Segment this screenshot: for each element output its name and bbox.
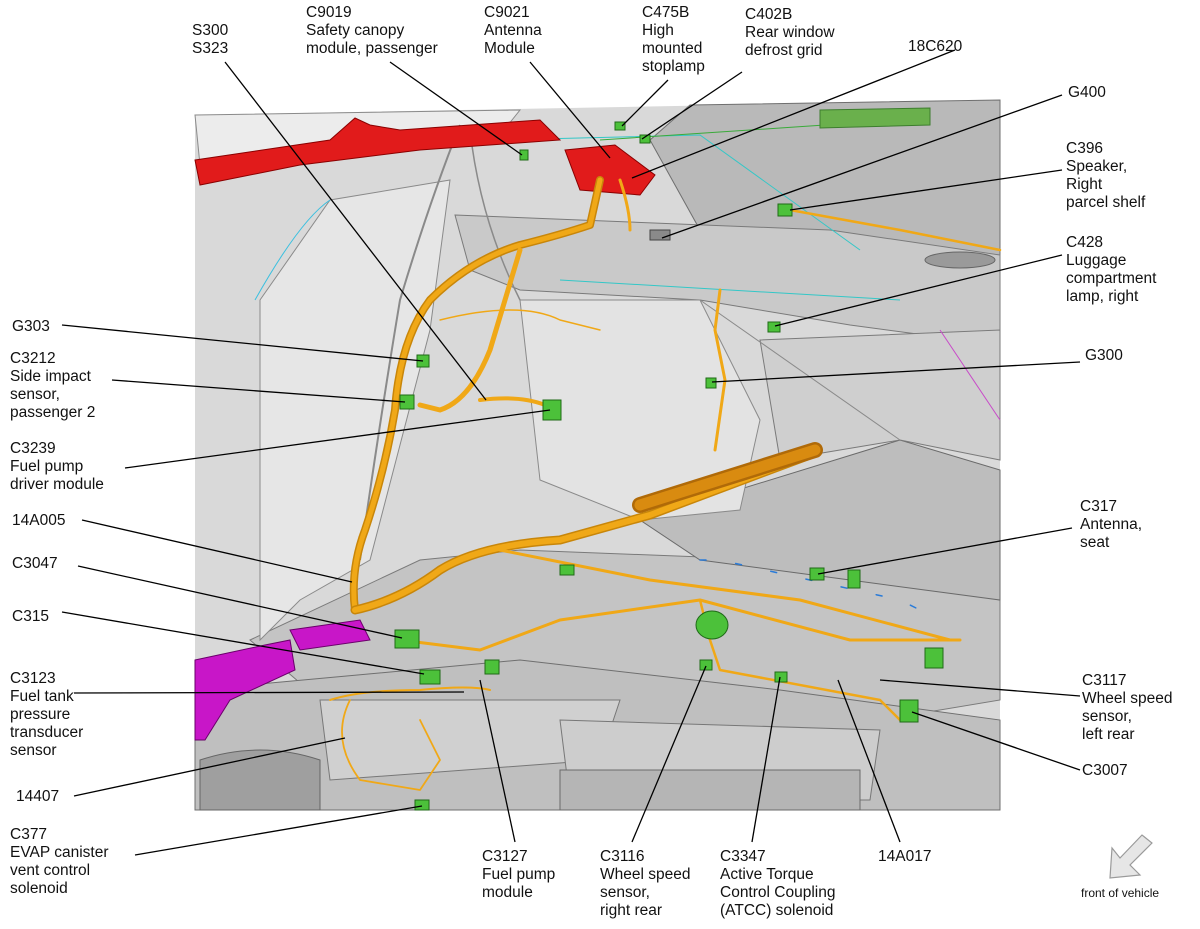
label-c3123: C3123 Fuel tank pressure transducer sens…: [10, 670, 84, 759]
label-g303: G303: [12, 318, 50, 335]
label-c3116: C3116 Wheel speed sensor, right rear: [600, 848, 691, 919]
label-14a017: 14A017: [878, 848, 932, 865]
label-c3007: C3007: [1082, 762, 1128, 779]
label-c3239: C3239 Fuel pump driver module: [10, 440, 104, 493]
label-c3117: C3117 Wheel speed sensor, left rear: [1082, 672, 1173, 743]
label-c377: C377 EVAP canister vent control solenoid: [10, 826, 109, 897]
label-c3347: C3347 Active Torque Control Coupling (AT…: [720, 848, 836, 919]
label-14407: 14407: [16, 788, 60, 805]
red-rail: [194, 117, 656, 196]
label-14a005: 14A005: [12, 512, 66, 529]
arrow-down-left-icon: [1109, 834, 1153, 879]
label-c3127: C3127 Fuel pump module: [482, 848, 556, 901]
label-s300-s323: S300 S323: [192, 22, 229, 57]
label-c9021: C9021 Antenna Module: [484, 4, 542, 57]
leader-lines: [61, 49, 1081, 856]
label-front-of-vehicle: front of vehicle: [1081, 886, 1160, 900]
label-g400: G400: [1068, 84, 1106, 101]
label-c428: C428 Luggage compartment lamp, right: [1066, 234, 1157, 305]
label-c317: C317 Antenna, seat: [1080, 498, 1143, 551]
label-g300: G300: [1085, 347, 1123, 364]
label-c396: C396 Speaker, Right parcel shelf: [1066, 140, 1146, 211]
label-c315: C315: [12, 608, 50, 625]
label-18c620: 18C620: [908, 38, 963, 55]
wire-harness: [329, 176, 1002, 791]
label-c402b: C402B Rear window defrost grid: [745, 6, 835, 59]
label-c475b: C475B High mounted stoplamp: [642, 4, 705, 75]
label-c9019: C9019 Safety canopy module, passenger: [306, 4, 438, 57]
connectors: [394, 121, 944, 811]
magenta-parts: [194, 619, 371, 741]
label-c3047: C3047: [12, 555, 58, 572]
label-c3212: C3212 Side impact sensor, passenger 2: [10, 350, 96, 421]
